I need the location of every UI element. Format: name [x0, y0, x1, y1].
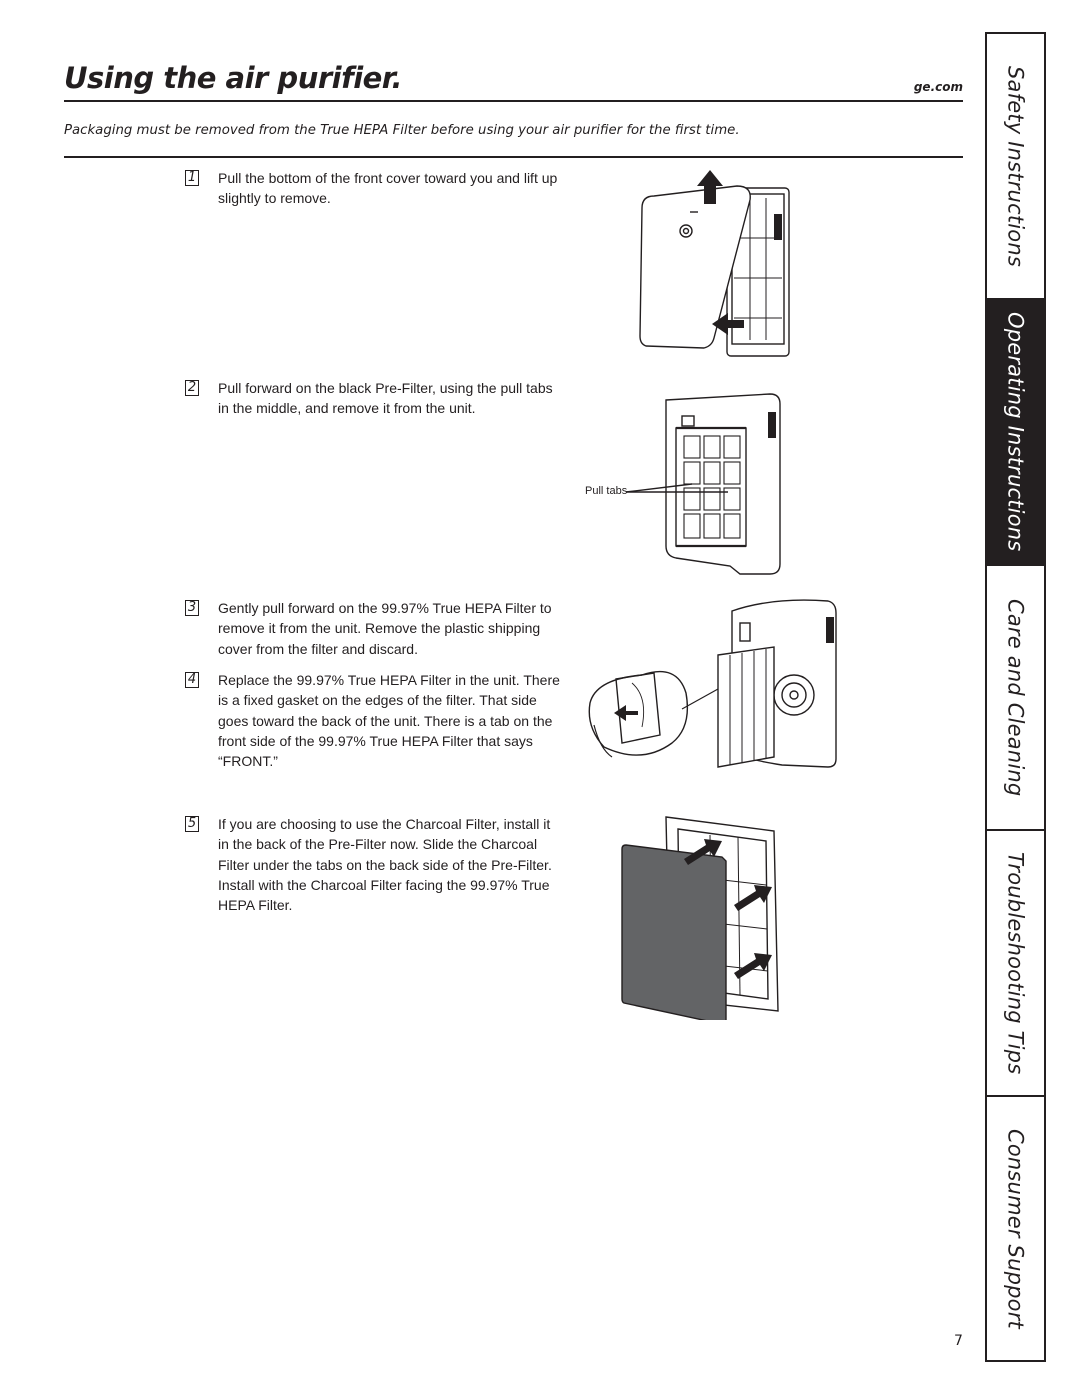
- step-1: 1 Pull the bottom of the front cover tow…: [185, 168, 565, 209]
- step-2: 2 Pull forward on the black Pre-Filter, …: [185, 378, 565, 419]
- step-3: 3 Gently pull forward on the 99.97% True…: [185, 598, 565, 659]
- page-title: Using the air purifier.: [64, 61, 403, 95]
- charcoal-filter-install-illustration: [621, 816, 779, 1020]
- step-number: 1: [185, 170, 199, 186]
- pre-filter-removal-illustration: [625, 393, 781, 575]
- step-number: 4: [185, 672, 199, 688]
- front-cover-removal-illustration: [639, 170, 790, 357]
- tab-label: Troubleshooting Tips: [1003, 851, 1028, 1075]
- tab-consumer-support[interactable]: Consumer Support: [987, 1097, 1044, 1360]
- hepa-filter-removal-illustration: [588, 599, 837, 768]
- tab-label: Consumer Support: [1003, 1128, 1028, 1329]
- step-number: 5: [185, 816, 199, 832]
- step-text: Pull the bottom of the front cover towar…: [218, 170, 558, 207]
- tab-care-and-cleaning[interactable]: Care and Cleaning: [987, 566, 1044, 831]
- step-text: Gently pull forward on the 99.97% True H…: [218, 600, 552, 657]
- intro-rule: [64, 156, 963, 158]
- tab-troubleshooting-tips[interactable]: Troubleshooting Tips: [987, 831, 1044, 1097]
- step-text: If you are choosing to use the Charcoal …: [218, 816, 552, 914]
- page-number: 7: [954, 1333, 963, 1349]
- header-rule: [64, 100, 963, 102]
- site-url: ge.com: [913, 80, 963, 94]
- tab-label: Operating Instructions: [1003, 312, 1028, 552]
- pull-tabs-label: Pull tabs: [585, 485, 628, 497]
- step-number: 2: [185, 380, 199, 396]
- step-4: 4 Replace the 99.97% True HEPA Filter in…: [185, 670, 565, 771]
- tab-safety-instructions[interactable]: Safety Instructions: [987, 34, 1044, 300]
- step-number: 3: [185, 600, 199, 616]
- tab-label: Safety Instructions: [1003, 65, 1028, 267]
- intro-note: Packaging must be removed from the True …: [64, 123, 740, 138]
- step-text: Replace the 99.97% True HEPA Filter in t…: [218, 672, 560, 770]
- tab-operating-instructions[interactable]: Operating Instructions: [987, 300, 1044, 566]
- section-tabs: Safety Instructions Operating Instructio…: [985, 32, 1046, 1362]
- tab-label: Care and Cleaning: [1003, 598, 1028, 797]
- step-5: 5 If you are choosing to use the Charcoa…: [185, 814, 565, 915]
- step-text: Pull forward on the black Pre-Filter, us…: [218, 380, 553, 417]
